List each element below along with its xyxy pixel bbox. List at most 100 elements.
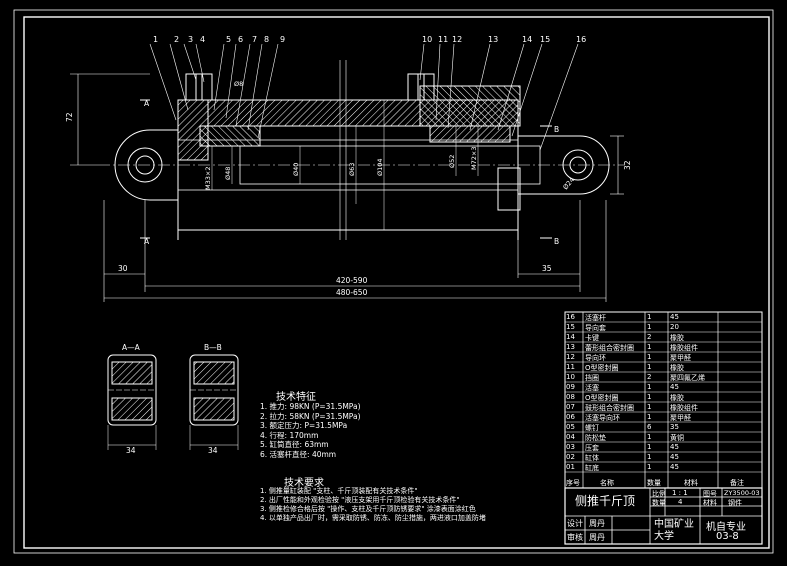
parts-table-cell: 45	[670, 463, 679, 471]
parts-table-cell: 45	[670, 383, 679, 391]
qty-label: 数量	[652, 499, 666, 507]
part-number: 3	[188, 35, 193, 44]
part-number: 14	[522, 35, 532, 44]
parts-table-cell: 2	[647, 373, 652, 381]
left-clevis	[114, 129, 179, 201]
part-number-labels: 1 2 3 4 5 6 7 8 9 10 11 12 13 14 15 16	[153, 35, 586, 44]
tech-requirement-line: 1. 侧推量缸装配 "支柱、千斤顶装配有关技术条件"	[260, 487, 418, 495]
tech-requirement-line: 3. 侧推检修合格后按 "操作、支柱及千斤顶防锈要求" 涂漆表面涂红色	[260, 505, 476, 513]
tech-feature-line: 3. 额定压力: P=31.5MPa	[260, 421, 348, 430]
class-name: 03-8	[716, 531, 739, 542]
piston	[199, 125, 261, 147]
parts-table-cell: O型密封圈	[585, 394, 619, 402]
parts-table-grid	[564, 311, 763, 489]
header-cell: 序号	[566, 479, 580, 487]
right-pin-hole	[569, 156, 587, 174]
dim-d40: Ø40	[292, 163, 300, 176]
parts-table-cell: 活塞杆	[585, 314, 606, 322]
parts-table-cell: 聚甲醛	[670, 414, 691, 422]
parts-table-cell: 橡胶	[670, 394, 684, 402]
tech-requirements-list: 1. 侧推量缸装配 "支柱、千斤顶装配有关技术条件"2. 出厂性能和外观检验按 …	[260, 487, 486, 523]
tech-feature-line: 5. 缸筒直径: 63mm	[260, 440, 329, 449]
dim-m33: M33×2	[204, 167, 212, 190]
drawing-title: 侧推千斤顶	[575, 494, 636, 508]
parts-table-cell: 1	[647, 353, 652, 361]
section-view-labels: A—A B—B 34 34	[122, 343, 222, 455]
header-cell: 数量	[647, 479, 661, 487]
tech-requirement-line: 2. 出厂性能和外观检验按 "液压支架用千斤顶检验有关技术条件"	[260, 496, 460, 504]
parts-table-cell: 1	[647, 403, 652, 411]
part-number: 8	[264, 35, 269, 44]
part-number: 2	[174, 35, 179, 44]
material-value: 钢件	[728, 499, 742, 507]
review-label: 审核	[567, 533, 583, 542]
part-number: 12	[452, 35, 462, 44]
scale-value: 1 : 1	[672, 489, 688, 497]
dim-d52: Ø52	[448, 155, 456, 168]
drawing-no-label: 图号	[703, 490, 717, 498]
parts-table-cell: 1	[647, 463, 652, 471]
part-number: 15	[540, 35, 550, 44]
parts-table-cell: 橡胶组件	[670, 404, 698, 412]
parts-table-cell: 导向套	[585, 324, 606, 332]
outer-frame	[13, 9, 774, 554]
parts-table-cell: 缸底	[585, 464, 599, 472]
header-cell: 名称	[600, 479, 614, 487]
dim-d48: Ø48	[224, 167, 232, 180]
parts-table-cell: 1	[647, 453, 652, 461]
parts-table-cell: 45	[670, 453, 679, 461]
parts-table-cell: 10	[566, 373, 575, 381]
part-number: 9	[280, 35, 285, 44]
part-number: 16	[576, 35, 586, 44]
dim-72: 72	[65, 112, 74, 122]
parts-table-cell: 缸体	[585, 454, 599, 462]
port-boss-right	[407, 73, 435, 101]
major-name: 机自专业	[706, 522, 746, 533]
parts-table-cell: 1	[647, 413, 652, 421]
tech-features-list: 1. 推力: 98KN (P=31.5MPa)2. 拉力: 58KN (P=31…	[260, 402, 361, 459]
tech-feature-line: 2. 拉力: 58KN (P=31.5MPa)	[260, 411, 361, 421]
dim-d24: Ø24	[561, 176, 576, 191]
parts-table-cell: 卡键	[585, 334, 599, 342]
parts-table-cell: 活塞	[585, 384, 599, 392]
parts-table-cell: 13	[566, 343, 575, 351]
parts-table-cell: 07	[566, 403, 575, 411]
part-number: 6	[238, 35, 243, 44]
dim-d104: Ø104	[376, 158, 384, 176]
parts-table-cell: 08	[566, 393, 575, 401]
section-mark-b-top: B	[554, 125, 559, 134]
section-mark-a-top: A	[144, 99, 150, 108]
parts-table-cell: 鼓形组合密封圈	[585, 404, 634, 412]
dim-480-650: 480-650	[336, 288, 368, 297]
parts-table-cell: O型密封圈	[585, 364, 619, 372]
parts-table-row-lines	[565, 321, 762, 473]
parts-table-cell: 压套	[585, 444, 599, 452]
section-views	[107, 354, 239, 450]
parts-table-cell: 06	[566, 413, 575, 421]
material-label: 材料	[703, 499, 717, 507]
design-name: 周丹	[589, 519, 605, 528]
inner-frame	[23, 16, 770, 549]
dim-small: Ø8	[234, 80, 243, 88]
parts-table-cell: 2	[647, 333, 652, 341]
section-bb-label: B—B	[204, 343, 222, 352]
tech-features-title: 技术特征	[276, 392, 316, 403]
parts-table-cell: 1	[647, 443, 652, 451]
parts-table-cell: 12	[566, 353, 575, 361]
school-name: 中国矿业大学	[654, 519, 694, 542]
header-cell: 材料	[684, 479, 698, 487]
piston-rod	[239, 145, 541, 185]
lower-support	[497, 167, 521, 211]
gland-seal	[429, 125, 511, 143]
dim-35: 35	[542, 264, 552, 273]
dim-m72: M72×3	[470, 147, 478, 170]
section-bb-width: 34	[208, 446, 218, 455]
parts-table-cell: 1	[647, 433, 652, 441]
part-number: 5	[226, 35, 231, 44]
part-number: 10	[422, 35, 432, 44]
right-rod-eye	[517, 135, 610, 195]
parts-table-cell: 20	[670, 323, 679, 331]
parts-table-cell: 09	[566, 383, 575, 391]
parts-table-cell: 活塞导向环	[585, 414, 620, 422]
parts-table-cell: 螺钉	[585, 424, 599, 432]
